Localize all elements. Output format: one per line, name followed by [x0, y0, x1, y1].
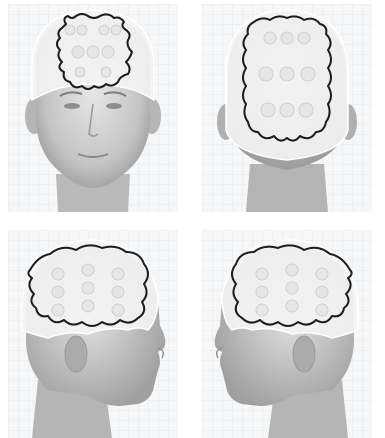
electrode — [82, 282, 94, 294]
front-view-illustration — [8, 4, 178, 212]
electrode-array — [256, 264, 328, 316]
electrode — [286, 300, 298, 312]
left-eye — [64, 103, 80, 109]
ear — [293, 336, 315, 372]
electrode — [286, 264, 298, 276]
electrode — [102, 46, 114, 58]
front-view-panel — [8, 4, 178, 212]
electrode — [256, 286, 268, 298]
electrode — [82, 264, 94, 276]
electrode — [77, 25, 87, 35]
left-side-view-illustration — [8, 230, 178, 438]
electrode — [286, 282, 298, 294]
neck — [246, 164, 328, 212]
electrode — [111, 25, 121, 35]
electrode — [112, 286, 124, 298]
back-view-illustration — [202, 4, 372, 212]
electrode — [280, 67, 294, 81]
electrode — [101, 67, 111, 77]
electrode — [298, 32, 310, 44]
electrode — [259, 67, 273, 81]
electrode — [301, 67, 315, 81]
electrode — [75, 67, 85, 77]
electrode — [280, 103, 294, 117]
electrode — [52, 304, 64, 316]
electrode — [316, 286, 328, 298]
electrode — [316, 268, 328, 280]
electrode-array — [52, 264, 124, 316]
ear — [65, 336, 87, 372]
electrode — [65, 25, 75, 35]
electrode — [99, 25, 109, 35]
electrode — [281, 32, 293, 44]
electrode — [261, 103, 275, 117]
electrode — [52, 268, 64, 280]
back-view-panel — [202, 4, 372, 212]
left-side-view-panel — [8, 230, 178, 438]
right-side-view-panel — [202, 230, 372, 438]
right-side-view-illustration — [202, 230, 372, 438]
electrode — [256, 268, 268, 280]
electrode — [316, 304, 328, 316]
electrode — [299, 103, 313, 117]
right-eye — [106, 103, 122, 109]
electrode — [72, 46, 84, 58]
electrode — [87, 46, 99, 58]
electrode — [264, 32, 276, 44]
electrode — [256, 304, 268, 316]
electrode — [82, 300, 94, 312]
electrode — [112, 304, 124, 316]
electrode — [52, 286, 64, 298]
electrode — [112, 268, 124, 280]
